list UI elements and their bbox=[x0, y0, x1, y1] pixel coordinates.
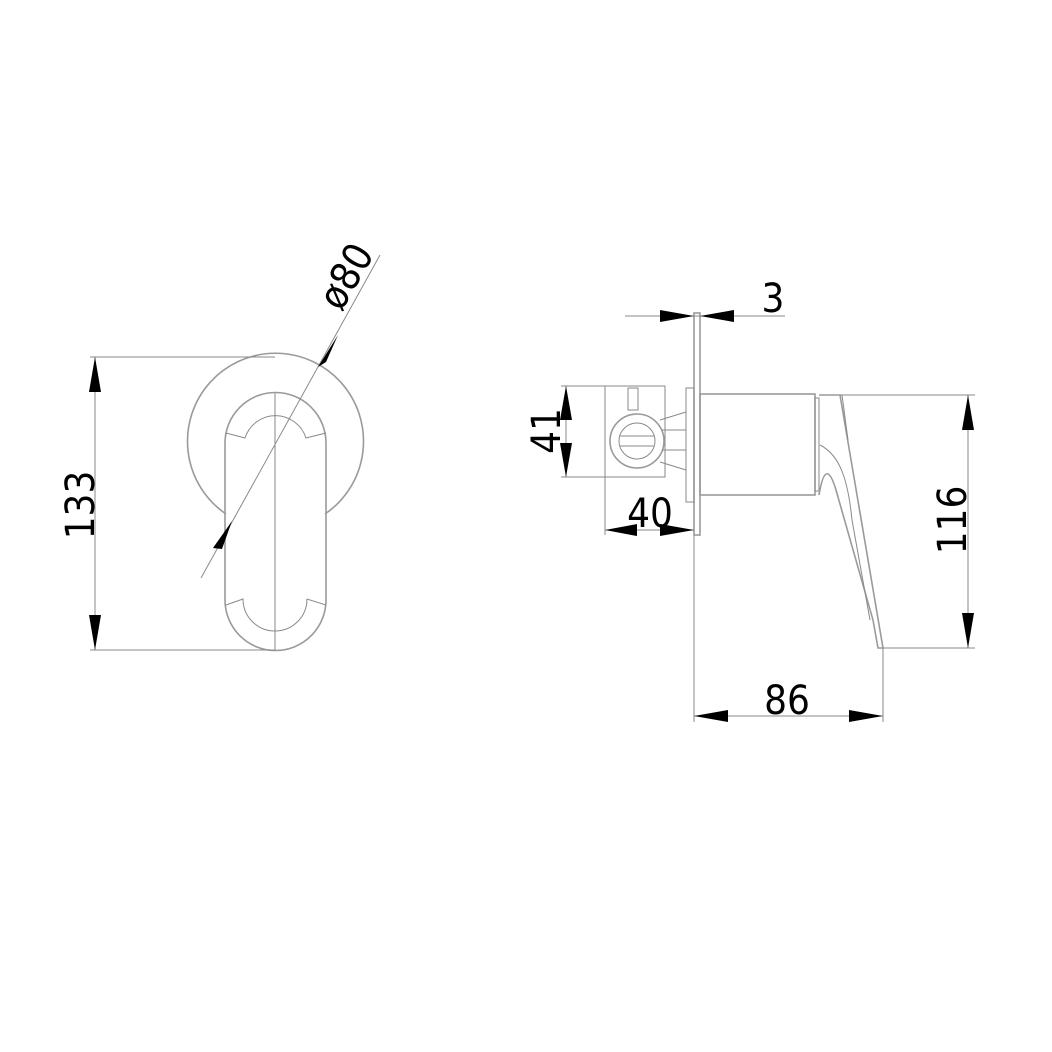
arrow-icon bbox=[694, 710, 728, 722]
dimension-label-diameter: ø80 bbox=[310, 236, 384, 318]
escutcheon-plate bbox=[186, 352, 365, 515]
valve-stub bbox=[627, 387, 639, 411]
lever-handle bbox=[818, 394, 884, 649]
lever-detail bbox=[819, 394, 871, 621]
handle-collar bbox=[814, 397, 820, 492]
dimension-label-41: 41 bbox=[524, 408, 570, 454]
arrow-icon bbox=[660, 310, 694, 322]
handle-bottom-detail bbox=[225, 598, 327, 632]
valve-neck bbox=[659, 411, 687, 471]
arrow-icon bbox=[700, 310, 734, 322]
arrow-icon bbox=[89, 615, 101, 650]
arrow-icon bbox=[962, 613, 974, 648]
valve-port-inner bbox=[618, 422, 656, 460]
dimension-label-116: 116 bbox=[930, 486, 976, 555]
plate-thread bbox=[685, 387, 695, 503]
arrow-icon bbox=[605, 524, 637, 536]
arrow-icon bbox=[560, 386, 572, 420]
arrow-icon bbox=[560, 443, 572, 477]
arrow-icon bbox=[213, 521, 232, 549]
wall-plate bbox=[693, 312, 701, 536]
dimension-label-3: 3 bbox=[762, 276, 785, 322]
arrow-icon bbox=[318, 335, 338, 367]
side-view: 3 41 40 116 86 bbox=[524, 276, 976, 724]
dimension-label-86: 86 bbox=[764, 678, 810, 724]
body bbox=[699, 393, 816, 496]
handle-top-detail bbox=[225, 415, 327, 439]
valve-box bbox=[604, 385, 666, 478]
front-view: 133 ø80 bbox=[58, 236, 384, 652]
valve-port bbox=[609, 413, 665, 469]
handle-oval bbox=[224, 391, 327, 652]
arrow-icon bbox=[849, 710, 883, 722]
arrow-icon bbox=[962, 395, 974, 430]
dimension-label-133: 133 bbox=[58, 471, 104, 540]
dimension-label-40: 40 bbox=[627, 491, 673, 537]
arrow-icon bbox=[660, 524, 694, 536]
arrow-icon bbox=[89, 357, 101, 392]
